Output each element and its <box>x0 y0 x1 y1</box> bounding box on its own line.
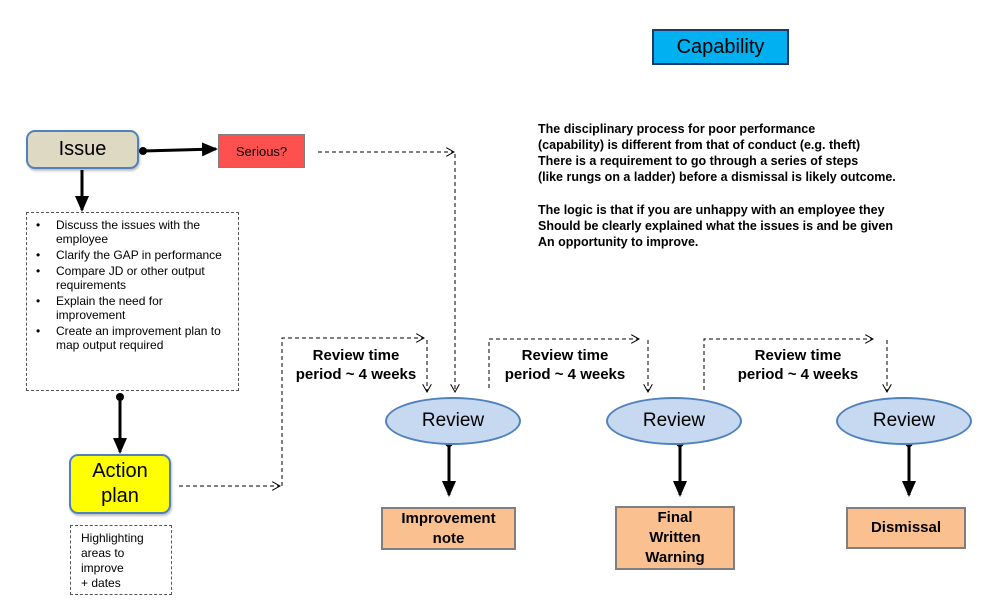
outcome-line: Final <box>657 509 693 526</box>
issues-list-box: Discuss the issues with the employee Cla… <box>26 212 239 391</box>
capability-title: Capability <box>676 35 765 58</box>
action-plan-label: Action plan <box>92 459 148 509</box>
review2-to-outcome-arrow <box>673 439 687 497</box>
explanation-line: (capability) is different from that of c… <box>538 138 861 152</box>
outcome-dismissal: Dismissal <box>846 507 966 549</box>
issue-label: Issue <box>58 138 107 160</box>
list-to-action-arrow <box>113 393 127 454</box>
outcome-improvement-note: Improvement note <box>381 507 516 550</box>
highlight-box: Highlighting areas to improve + dates <box>70 525 172 595</box>
capability-title-box: Capability <box>652 29 789 65</box>
outcome-line: Dismissal <box>870 519 942 536</box>
period1-bracket-dashed <box>281 338 424 486</box>
explanation-line: There is a requirement to go through a s… <box>538 154 859 168</box>
review-period-line: period ~ 4 weeks <box>737 366 859 383</box>
serious-node: Serious? <box>218 134 305 168</box>
review3-to-outcome-arrow <box>902 439 916 497</box>
review-node-2: Review <box>606 397 742 445</box>
action-plan-line: plan <box>101 485 139 507</box>
list-item: Create an improvement plan to map output… <box>36 324 232 352</box>
explanation-line: The disciplinary process for poor perfor… <box>538 122 816 136</box>
review1-to-outcome-arrow <box>442 439 456 497</box>
action-plan-line: Action <box>92 460 148 482</box>
period2-bracket-dashed <box>488 339 639 388</box>
explanation-text: The disciplinary process for poor perfor… <box>538 121 968 250</box>
outcome-line: note <box>432 529 465 547</box>
outcome-label: Improvement note <box>401 509 495 549</box>
review-label: Review <box>872 410 936 431</box>
highlight-line: + dates <box>81 576 121 590</box>
review-period-line: Review time <box>521 347 609 364</box>
review-node-1: Review <box>385 397 521 445</box>
outcome-label: Final Written Warning <box>645 508 704 568</box>
review-period-line: Review time <box>312 347 400 364</box>
highlight-line: areas to <box>81 546 125 560</box>
period3-bracket-dashed <box>703 339 873 390</box>
list-item: Discuss the issues with the employee <box>36 218 232 246</box>
action-plan-node: Action plan <box>69 454 171 514</box>
outcome-final-written-warning: Final Written Warning <box>615 506 735 570</box>
list-item: Compare JD or other output requirements <box>36 264 232 292</box>
issues-list: Discuss the issues with the employee Cla… <box>27 218 238 352</box>
paragraph-gap <box>538 185 968 202</box>
outcome-line: Improvement <box>401 509 496 527</box>
serious-label: Serious? <box>235 143 288 159</box>
review-period-line: period ~ 4 weeks <box>504 366 626 383</box>
explanation-line: Should be clearly explained what the iss… <box>538 219 893 233</box>
list-item: Explain the need for improvement <box>36 294 232 322</box>
review-period-2: Review time period ~ 4 weeks <box>492 346 638 384</box>
issue-node: Issue <box>26 130 139 169</box>
explanation-line: (like rungs on a ladder) before a dismis… <box>538 170 896 184</box>
review-period-1: Review time period ~ 4 weeks <box>284 346 428 384</box>
review-period-line: period ~ 4 weeks <box>295 366 417 383</box>
outcome-line: Written <box>649 529 701 546</box>
outcome-line: Warning <box>645 549 705 566</box>
review-label: Review <box>421 410 485 431</box>
highlight-line: improve <box>81 561 124 575</box>
list-item: Clarify the GAP in performance <box>36 248 232 262</box>
explanation-line: An opportunity to improve. <box>538 235 699 249</box>
issue-to-serious-arrow <box>139 142 218 157</box>
review-period-line: Review time <box>754 347 842 364</box>
review-node-3: Review <box>836 397 972 445</box>
highlight-line: Highlighting <box>81 531 144 545</box>
review-label: Review <box>642 410 706 431</box>
review-period-3: Review time period ~ 4 weeks <box>724 346 872 384</box>
explanation-line: The logic is that if you are unhappy wit… <box>538 203 885 217</box>
